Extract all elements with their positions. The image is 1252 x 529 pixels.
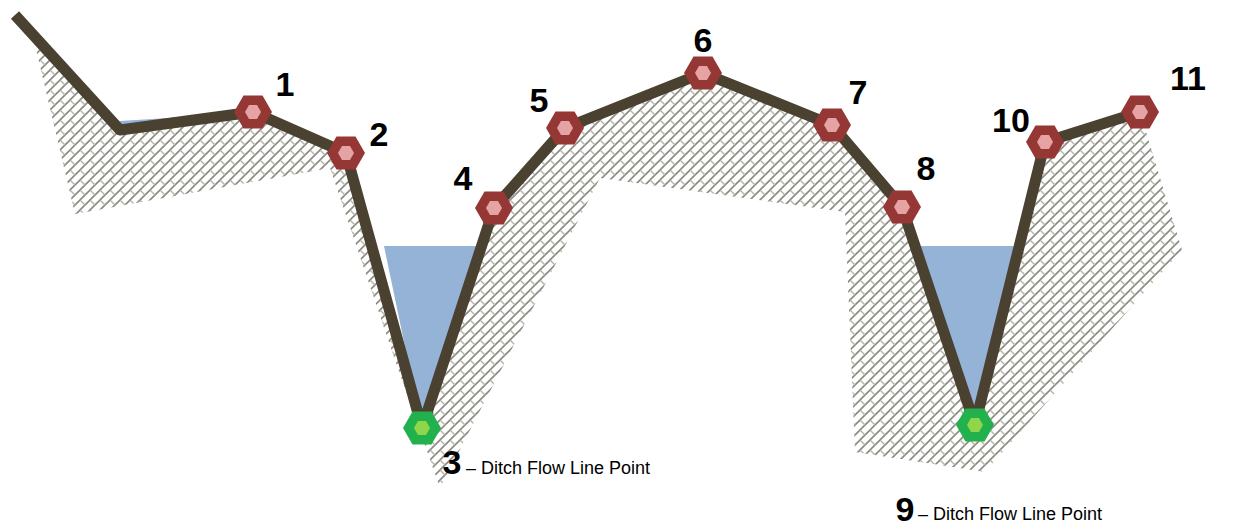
ground-hatch <box>565 73 845 212</box>
marker-hexagon <box>546 112 584 145</box>
point-marker <box>1121 96 1159 129</box>
point-note: – Ditch Flow Line Point <box>466 459 650 477</box>
callout-number: 4 <box>454 161 473 195</box>
point-marker <box>813 109 851 142</box>
callout-number: 11 <box>1170 61 1206 95</box>
marker-core <box>338 146 354 160</box>
point-marker <box>684 57 722 90</box>
marker-hexagon <box>234 96 272 129</box>
profile-line <box>15 15 1140 428</box>
callout-number: 3 <box>443 445 462 479</box>
point-marker <box>234 96 272 129</box>
marker-core <box>1037 135 1053 149</box>
callout-number: 5 <box>530 83 549 117</box>
point-marker <box>956 409 994 442</box>
marker-core <box>1132 105 1148 119</box>
marker-core <box>695 66 711 80</box>
marker-hexagon <box>403 412 441 445</box>
callout-number: 10 <box>992 103 1030 137</box>
marker-hexagon <box>684 57 722 90</box>
marker-core <box>824 118 840 132</box>
callout-number: 6 <box>694 23 713 57</box>
marker-core <box>894 200 910 214</box>
marker-hexagon <box>883 191 921 224</box>
marker-hexagon <box>813 109 851 142</box>
callout-number: 8 <box>917 151 936 185</box>
marker-core <box>486 201 502 215</box>
marker-hexagon <box>327 137 365 170</box>
marker-hexagon <box>956 409 994 442</box>
callout-number: 9 <box>896 492 915 526</box>
point-marker <box>475 192 513 225</box>
callout-number: 1 <box>276 67 295 101</box>
point-marker <box>546 112 584 145</box>
callout-number: 7 <box>849 75 868 109</box>
marker-hexagon <box>1026 126 1064 159</box>
point-note: – Ditch Flow Line Point <box>918 505 1102 523</box>
marker-core <box>557 121 573 135</box>
marker-core <box>414 421 430 435</box>
marker-hexagon <box>475 192 513 225</box>
marker-hexagon <box>1121 96 1159 129</box>
point-marker <box>403 412 441 445</box>
marker-core <box>245 105 261 119</box>
point-marker <box>883 191 921 224</box>
point-marker <box>327 137 365 170</box>
point-marker <box>1026 126 1064 159</box>
marker-core <box>967 418 983 432</box>
callout-number: 2 <box>370 117 389 151</box>
